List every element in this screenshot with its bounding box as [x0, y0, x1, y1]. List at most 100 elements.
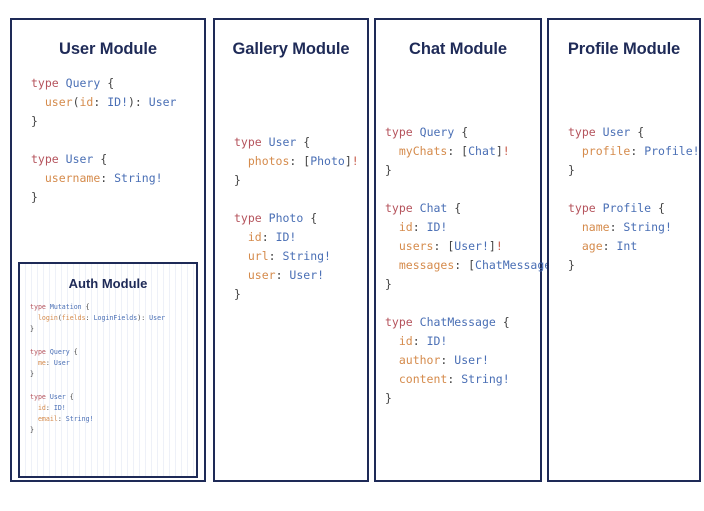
- code-token: [385, 334, 399, 348]
- code-token: {: [100, 76, 115, 90]
- code-token: ChatMessage: [419, 315, 496, 329]
- code-line: url: String!: [234, 247, 367, 266]
- code-token: type: [30, 347, 46, 356]
- code-token: !: [351, 154, 359, 168]
- code-token: }: [568, 258, 575, 272]
- code-token: photos: [247, 154, 290, 168]
- code-token: }: [385, 277, 392, 291]
- code-line: user: User!: [234, 266, 367, 285]
- code-token: type: [568, 201, 596, 215]
- code-token: myChats: [398, 144, 448, 158]
- code-line: id: ID!: [30, 403, 196, 414]
- code-line: id: ID!: [234, 228, 367, 247]
- code-token: }: [568, 163, 575, 177]
- code-token: login: [37, 314, 58, 323]
- code-token: String!: [114, 171, 163, 185]
- code-token: id: [37, 403, 46, 412]
- card-user-module[interactable]: User Module type Query { user(id: ID!): …: [10, 18, 206, 482]
- code-line: content: String!: [385, 370, 540, 389]
- code-token: [234, 154, 248, 168]
- code-token: User!: [454, 353, 489, 367]
- code-token: type: [234, 135, 262, 149]
- code-line: username: String!: [31, 169, 204, 188]
- code-line: }: [30, 324, 196, 335]
- card-auth-module[interactable]: Auth Module type Mutation { login(fields…: [18, 262, 198, 478]
- code-token: ):: [137, 314, 150, 323]
- code-token: ID!: [426, 220, 448, 234]
- code-token: [30, 314, 38, 322]
- card-chat-module[interactable]: Chat Module type Query { myChats: [Chat]…: [374, 18, 565, 482]
- code-line: type User {: [568, 123, 699, 142]
- auth-module-body: Auth Module type Mutation { login(fields…: [20, 276, 196, 436]
- code-token: : [: [447, 144, 469, 158]
- code-block-spacer: [31, 131, 204, 150]
- code-token: url: [247, 249, 269, 263]
- code-token: type: [385, 201, 413, 215]
- code-line: type Query {: [31, 74, 204, 93]
- code-token: :: [57, 415, 66, 423]
- code-token: [234, 268, 248, 282]
- code-block: type Query { me: User}: [30, 347, 196, 381]
- code-auth-module: type Mutation { login(fields: LoginField…: [20, 291, 196, 436]
- code-token: username: [44, 171, 101, 185]
- code-token: User: [65, 152, 94, 166]
- code-block: type Mutation { login(fields: LoginField…: [30, 302, 196, 336]
- code-block-spacer: [30, 380, 196, 391]
- code-token: }: [385, 391, 392, 405]
- code-line: type Profile {: [568, 199, 699, 218]
- code-token: type: [30, 392, 46, 401]
- code-token: {: [447, 201, 462, 215]
- code-token: User!: [289, 268, 325, 282]
- code-token: ChatMessage: [475, 258, 552, 272]
- code-block: type Chat { id: ID! users: [User!]! mess…: [385, 199, 565, 294]
- code-token: [568, 239, 582, 253]
- code-token: : [: [454, 258, 476, 272]
- code-block-spacer: [385, 294, 540, 313]
- code-token: {: [65, 392, 74, 401]
- code-line: type User {: [234, 133, 367, 152]
- code-line: }: [31, 188, 204, 207]
- code-line: }: [31, 112, 204, 131]
- code-token: Query: [419, 125, 455, 139]
- code-gallery-module: type User { photos: [Photo]!} type Photo …: [215, 59, 367, 304]
- code-token: User: [49, 392, 66, 401]
- card-gallery-module[interactable]: Gallery Module type User { photos: [Phot…: [213, 18, 369, 482]
- code-line: user(id: ID!): User: [31, 93, 204, 112]
- code-token: Profile!: [644, 144, 700, 158]
- code-token: fields: [61, 314, 86, 323]
- code-token: }: [234, 287, 241, 301]
- code-token: user: [247, 268, 276, 282]
- code-block-spacer: [30, 336, 196, 347]
- code-line: }: [385, 275, 540, 294]
- code-token: {: [454, 125, 469, 139]
- code-token: [385, 372, 399, 386]
- code-token: [385, 353, 399, 367]
- code-block-spacer: [568, 180, 699, 199]
- code-token: :: [440, 353, 455, 367]
- code-token: {: [296, 135, 311, 149]
- code-token: id: [398, 220, 413, 234]
- code-token: [31, 95, 45, 109]
- code-token: :: [100, 171, 115, 185]
- code-line: }: [30, 369, 196, 380]
- code-block-spacer: [385, 180, 540, 199]
- code-line: }: [385, 161, 540, 180]
- code-token: email: [37, 415, 58, 423]
- card-title-gallery-module: Gallery Module: [232, 40, 350, 58]
- code-token: String!: [623, 220, 672, 234]
- code-line: messages: [ChatMessage]!: [385, 256, 565, 275]
- card-profile-module[interactable]: Profile Module type User { profile: Prof…: [547, 18, 701, 482]
- code-token: User: [602, 125, 631, 139]
- card-title-auth-module: Auth Module: [68, 276, 148, 291]
- code-block: type Photo { id: ID! url: String! user: …: [234, 209, 367, 304]
- code-line: id: ID!: [385, 332, 540, 351]
- code-line: login(fields: LoginFields): User: [30, 313, 196, 324]
- code-token: [596, 201, 603, 215]
- code-token: [385, 239, 399, 253]
- code-block: type User { username: String!}: [31, 150, 204, 207]
- code-token: {: [495, 315, 510, 329]
- code-token: [59, 152, 66, 166]
- code-token: LoginFields: [93, 314, 138, 323]
- code-token: [234, 249, 248, 263]
- code-block: type User { photos: [Photo]!}: [234, 133, 367, 190]
